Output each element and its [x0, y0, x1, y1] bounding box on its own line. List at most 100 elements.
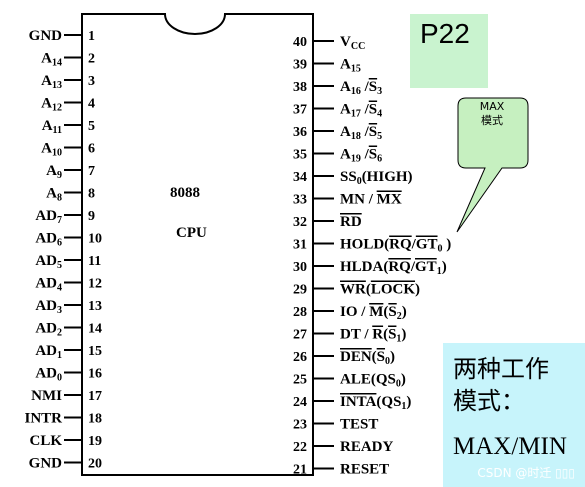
pin-name: AD4	[35, 276, 62, 294]
pin-name: AD7	[35, 208, 62, 226]
right-pin: 33 MN / MX	[293, 192, 402, 208]
pin-number: 33	[293, 193, 307, 208]
pin-number: 31	[293, 238, 307, 253]
modes-box: 两种工作模式： MAX/MIN	[443, 343, 585, 487]
pin-number: 3	[88, 74, 95, 89]
pin-number: 19	[88, 434, 102, 449]
pin-number: 13	[88, 299, 102, 314]
pin-name: SS0(HIGH)	[340, 169, 413, 187]
pin-name: RD	[340, 214, 362, 230]
pin-name: IO / M(S2)	[340, 304, 407, 322]
right-pin: 28 IO / M(S2)	[293, 304, 407, 322]
callout-line1: MAX	[479, 100, 505, 113]
pin-number: 8	[88, 187, 95, 202]
pin-name: AD6	[35, 231, 62, 249]
pin-name: A16 /S3	[340, 79, 382, 97]
callout-text: MAX 模式	[459, 100, 525, 128]
pin-name: A14	[41, 51, 62, 69]
pin-name: ALE(QS0)	[340, 372, 406, 390]
pin-name: DT / R(S1)	[340, 327, 406, 345]
pin-name: RESET	[340, 462, 389, 478]
pin-number: 21	[293, 463, 307, 478]
watermark: CSDN @时迁 ▯▯▯	[477, 466, 575, 480]
pin-number: 34	[293, 170, 307, 185]
pin-number: 11	[88, 254, 101, 269]
pin-number: 9	[88, 209, 95, 224]
pin-number: 4	[88, 97, 95, 112]
pin-name: AD3	[35, 298, 62, 316]
pin-name: WR(LOCK)	[340, 282, 420, 298]
pin-number: 15	[88, 344, 102, 359]
pin-number: 29	[293, 283, 307, 298]
pin-number: 6	[88, 142, 95, 157]
pin-number: 18	[88, 412, 102, 427]
pin-number: 2	[88, 52, 95, 67]
pin-number: 26	[293, 350, 307, 365]
pin-name: A15	[340, 57, 361, 75]
pin-name: GND	[29, 456, 63, 472]
right-pin: 21 RESET	[293, 462, 389, 478]
pin-name: AD1	[35, 343, 62, 361]
pin-name: AD0	[35, 366, 62, 384]
pin-number: 38	[293, 80, 307, 95]
pin-name: READY	[340, 439, 394, 455]
pin-number: 25	[293, 373, 307, 388]
pin-number: 32	[293, 215, 307, 230]
pin-name: A12	[41, 96, 62, 114]
pin-name: INTA(QS1)	[340, 394, 411, 412]
pin-number: 12	[88, 277, 102, 292]
pin-number: 5	[88, 119, 95, 134]
chip-body	[81, 13, 314, 476]
pin-name: HOLD(RQ/GT0 )	[340, 237, 451, 255]
left-pin: AD1 15	[35, 343, 102, 361]
modes-value: MAX/MIN	[453, 433, 567, 460]
pin-number: 28	[293, 305, 307, 320]
pin-number: 20	[88, 457, 102, 472]
left-pin: A14 2	[41, 51, 95, 69]
pin-name: MN / MX	[340, 192, 402, 208]
modes-title: 两种工作模式：	[453, 355, 549, 415]
pin-number: 24	[293, 395, 307, 410]
pin-name: A17 /S4	[340, 102, 382, 120]
pin-number: 1	[88, 29, 95, 44]
pin-number: 23	[293, 418, 307, 433]
right-pin: 38 A16 /S3	[293, 79, 382, 97]
chip-part-number: 8088	[170, 185, 200, 201]
pin-number: 7	[88, 164, 95, 179]
right-pin: 26 DEN(S0)	[293, 349, 395, 367]
right-pin: 34 SS0(HIGH)	[293, 169, 413, 187]
left-pin: A13 3	[41, 73, 95, 91]
left-pin: AD4 12	[35, 276, 102, 294]
pin-number: 16	[88, 367, 102, 382]
pin-number: 36	[293, 125, 307, 140]
pin-number: 35	[293, 148, 307, 163]
left-pin: A8 8	[46, 186, 95, 204]
max-mode-callout	[456, 97, 529, 233]
pin-number: 40	[293, 35, 307, 50]
pin-name: NMI	[31, 388, 62, 404]
pin-name: HLDA(RQ/GT1)	[340, 259, 447, 277]
right-pin: 31 HOLD(RQ/GT0 )	[293, 237, 451, 255]
pin-name: AD2	[35, 321, 62, 339]
right-pin: 24 INTA(QS1)	[293, 394, 411, 412]
right-pin: 32 RD	[293, 214, 362, 230]
pin-name: A8	[46, 186, 62, 204]
pin-name: A13	[41, 73, 62, 91]
pin-name: DEN(S0)	[340, 349, 395, 367]
left-pin: AD3 13	[35, 298, 102, 316]
